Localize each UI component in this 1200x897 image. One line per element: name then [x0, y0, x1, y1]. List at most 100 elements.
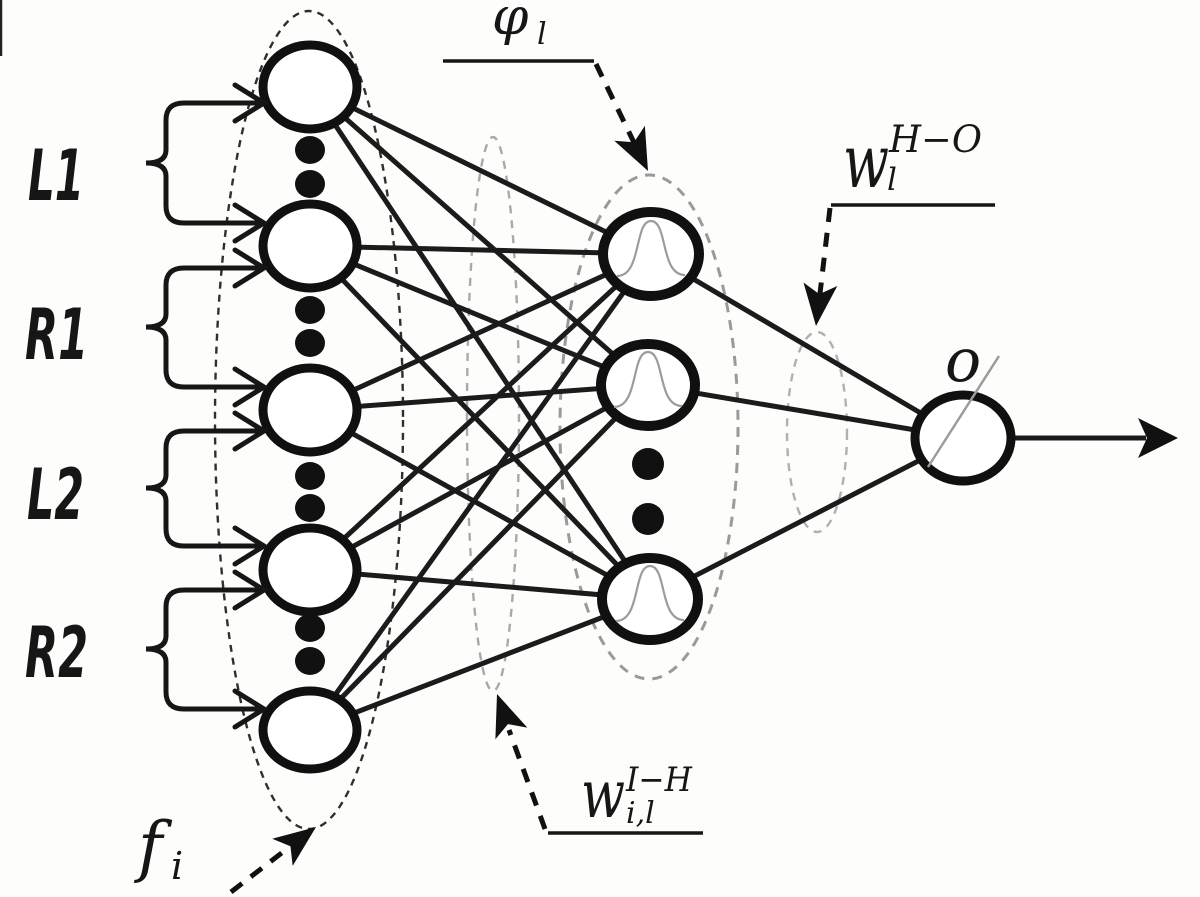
- label-l1: L1: [28, 135, 84, 217]
- hidden-node: [596, 339, 700, 431]
- label-w-ho-sup-text: H−O: [888, 118, 982, 161]
- connection-line: [309, 243, 649, 388]
- input-node: [258, 686, 362, 774]
- hidden-output-weights-ellipse: [785, 330, 849, 534]
- label-phi-sub: l: [537, 17, 547, 52]
- connection-line: [308, 84, 653, 257]
- connection-line: [308, 383, 650, 732]
- connection-line: [308, 244, 652, 601]
- input-arrowhead-icon: [232, 82, 269, 124]
- ellipsis-dot: [295, 647, 325, 675]
- label-w-ho-sub: l: [887, 162, 897, 198]
- connection-line: [649, 251, 965, 441]
- hidden-layer: [596, 207, 704, 645]
- connection-line: [309, 243, 652, 257]
- input-braces: [145, 82, 269, 730]
- label-w-ho: w: [843, 119, 889, 205]
- ellipsis-dot: [295, 614, 325, 642]
- ellipsis-dot: [632, 503, 664, 535]
- connection-line: [309, 382, 649, 413]
- input-arrowhead-icon: [232, 247, 269, 289]
- brace-l2: [145, 428, 261, 549]
- label-w-ih-sup: I−H: [625, 760, 693, 800]
- ellipsis-dot: [295, 170, 325, 198]
- connection-line: [308, 252, 653, 572]
- w-ho-leader-line: [816, 207, 833, 303]
- w-ho-arrowhead-icon: [803, 282, 838, 326]
- label-w-ho-sup: H−O: [888, 118, 982, 161]
- connection-line: [648, 435, 965, 602]
- label-output: o: [945, 326, 981, 396]
- label-l2-text: L2: [27, 454, 84, 536]
- input-node: [258, 363, 362, 457]
- label-phi-main: φ: [492, 0, 529, 47]
- input-arrowhead-icon: [232, 202, 269, 244]
- connection-line: [308, 251, 653, 413]
- label-r1: R1: [25, 294, 88, 376]
- ellipsis-dot: [295, 462, 325, 490]
- ellipsis-dot: [295, 296, 325, 324]
- input-node: [258, 523, 362, 617]
- connection-line: [307, 252, 654, 732]
- label-w-ho-sub-text: l: [887, 162, 897, 198]
- hidden-node: [597, 553, 703, 645]
- label-phi-sub-text: l: [537, 17, 547, 52]
- output-node: [910, 390, 1016, 486]
- label-r2: R2: [25, 612, 88, 694]
- label-r2-text: R2: [25, 612, 88, 694]
- gaussian-curve-icon: [616, 219, 686, 278]
- gaussian-curve-icon: [615, 564, 685, 623]
- label-w-ih: w: [581, 756, 625, 833]
- brace-l1: [145, 100, 261, 226]
- input-arrowhead-icon: [232, 410, 269, 452]
- label-l1-text: L1: [28, 135, 84, 217]
- brace-r2: [145, 587, 261, 712]
- input-layer: [258, 40, 362, 774]
- label-output-text: o: [945, 326, 981, 396]
- ellipsis-dot: [295, 329, 325, 357]
- output-node-diagonal: [926, 355, 1001, 468]
- label-phi: φ: [492, 0, 529, 47]
- label-w-ih-sub-text: i,l: [626, 796, 655, 831]
- phi-leader-line: [593, 62, 643, 157]
- output-arrow: [1000, 418, 1178, 458]
- connection-line: [307, 85, 653, 601]
- w-ih-arrowhead-icon: [495, 694, 528, 740]
- label-f-sub: i: [171, 844, 183, 888]
- connection-line: [309, 567, 651, 602]
- phi-arrowhead-icon: [614, 125, 648, 171]
- label-r1-text: R1: [25, 294, 88, 376]
- label-w-ih-main: w: [581, 756, 625, 833]
- gaussian-curve-icon: [613, 350, 683, 409]
- labels: L1 R1 L2 R2 φ l w H−O l w I−H i,l f i o: [25, 0, 982, 888]
- f-arrowhead-icon: [272, 827, 316, 866]
- input-arrowhead-icon: [232, 525, 269, 567]
- f-leader-line: [229, 843, 294, 894]
- input-arrowhead-icon: [232, 569, 269, 611]
- hidden-output-connections: [647, 251, 965, 602]
- connection-line: [308, 382, 650, 573]
- input-hidden-weights-ellipse: [465, 135, 521, 693]
- ellipsis-dot: [295, 494, 325, 522]
- input-hidden-connections: [307, 84, 654, 733]
- label-w-ih-sup-text: I−H: [625, 760, 693, 800]
- ellipsis-dot: [632, 448, 664, 480]
- ellipsis-dots: [295, 136, 664, 675]
- output-layer: [910, 355, 1016, 486]
- input-arrowhead-icon: [232, 688, 269, 730]
- connection-line: [309, 596, 651, 733]
- input-node: [258, 199, 362, 293]
- input-arrowhead-icon: [232, 366, 269, 408]
- label-w-ih-sub: i,l: [626, 796, 655, 831]
- ellipsis-dot: [295, 136, 325, 164]
- annotation-leaders: [229, 59, 995, 894]
- hidden-layer-ellipse: [558, 173, 740, 681]
- label-l2: L2: [27, 454, 84, 536]
- output-arrowhead-icon: [1138, 418, 1178, 458]
- connection-line: [647, 382, 964, 441]
- hidden-node: [598, 207, 704, 301]
- connection-line: [308, 407, 652, 602]
- w-ih-leader-line: [506, 729, 548, 830]
